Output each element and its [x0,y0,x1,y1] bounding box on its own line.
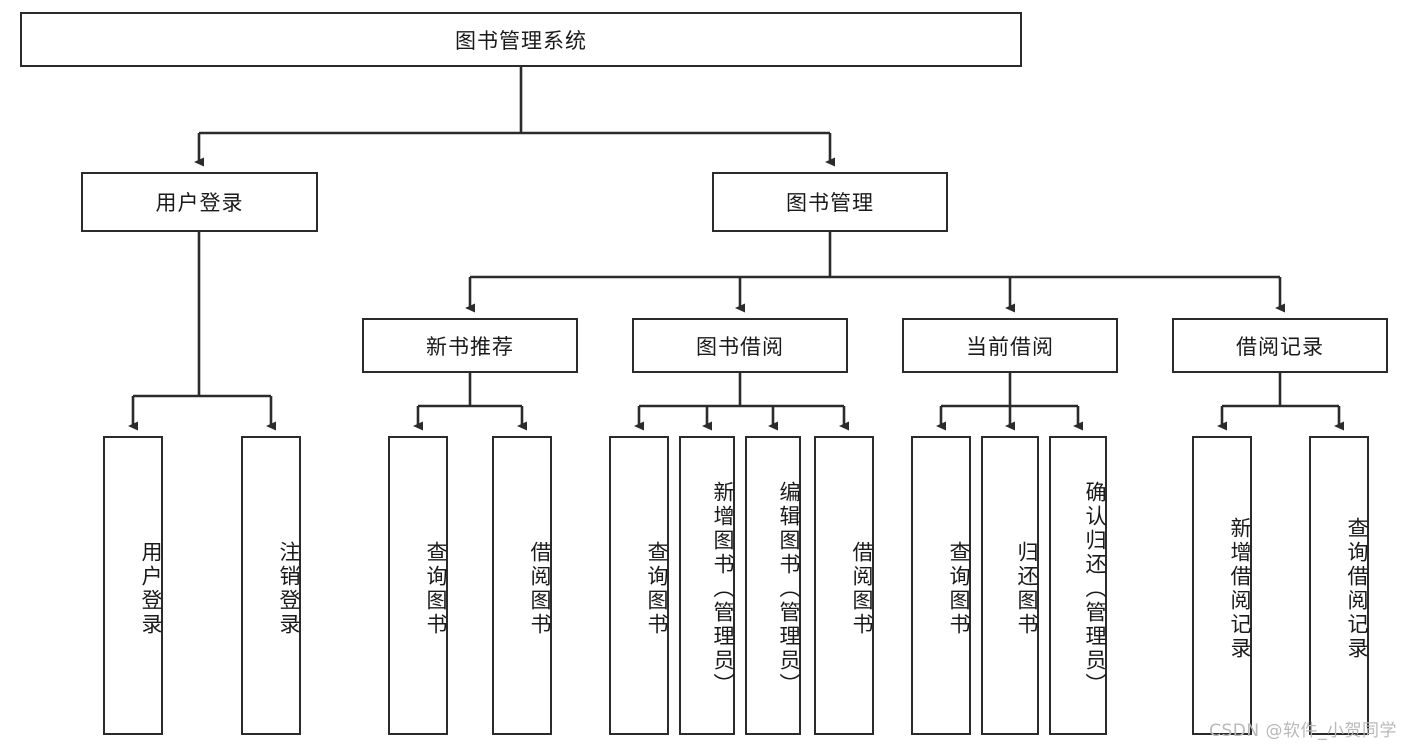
node-label: 新增图书（管理员） [711,480,735,697]
node-label: 归还图书 [1015,540,1039,637]
node-label: 查询图书 [947,540,971,637]
leaf-borrow-record-add[interactable]: 新增借阅记录 [1192,436,1252,735]
node-label: 借阅图书 [850,540,874,637]
leaf-book-borrow-query[interactable]: 查询图书 [609,436,669,735]
leaf-new-book-query[interactable]: 查询图书 [388,436,448,735]
leaf-current-borrow-confirm-admin[interactable]: 确认归还（管理员） [1049,436,1107,735]
node-label: 当前借阅 [966,334,1054,359]
leaf-book-borrow-add-admin[interactable]: 新增图书（管理员） [679,436,735,735]
leaf-new-book-borrow[interactable]: 借阅图书 [492,436,552,735]
leaf-book-borrow-borrow[interactable]: 借阅图书 [814,436,874,735]
node-label: 图书管理 [786,191,874,215]
watermark: CSDN @软件_小贺同学 [1209,721,1397,741]
node-root-book-management-system[interactable]: 图书管理系统 [20,12,1022,67]
node-label: 新增借阅记录 [1228,516,1252,661]
node-label: 用户登录 [139,540,163,637]
node-label: 新书推荐 [426,334,514,359]
node-label: 查询图书 [424,540,448,637]
node-label: 注销登录 [277,540,301,637]
leaf-user-login-signin[interactable]: 用户登录 [103,436,163,735]
leaf-borrow-record-query[interactable]: 查询借阅记录 [1309,436,1369,735]
leaf-current-borrow-query[interactable]: 查询图书 [911,436,971,735]
node-label: 借阅记录 [1236,334,1324,359]
node-new-book-recommend[interactable]: 新书推荐 [362,318,578,373]
node-label: 查询图书 [645,540,669,637]
node-label: 确认归还（管理员） [1083,480,1107,697]
node-book-management[interactable]: 图书管理 [712,172,948,232]
node-label: 图书管理系统 [455,28,587,53]
leaf-book-borrow-edit-admin[interactable]: 编辑图书（管理员） [745,436,801,735]
node-current-borrow[interactable]: 当前借阅 [902,318,1118,373]
node-borrow-record[interactable]: 借阅记录 [1172,318,1388,373]
leaf-current-borrow-return[interactable]: 归还图书 [981,436,1039,735]
node-label: 编辑图书（管理员） [777,480,801,697]
node-book-borrow[interactable]: 图书借阅 [632,318,848,373]
node-label: 图书借阅 [696,334,784,359]
node-user-login[interactable]: 用户登录 [81,172,318,232]
node-label: 用户登录 [155,191,244,215]
node-label: 借阅图书 [528,540,552,637]
node-label: 查询借阅记录 [1345,516,1369,661]
leaf-user-login-signout[interactable]: 注销登录 [241,436,301,735]
